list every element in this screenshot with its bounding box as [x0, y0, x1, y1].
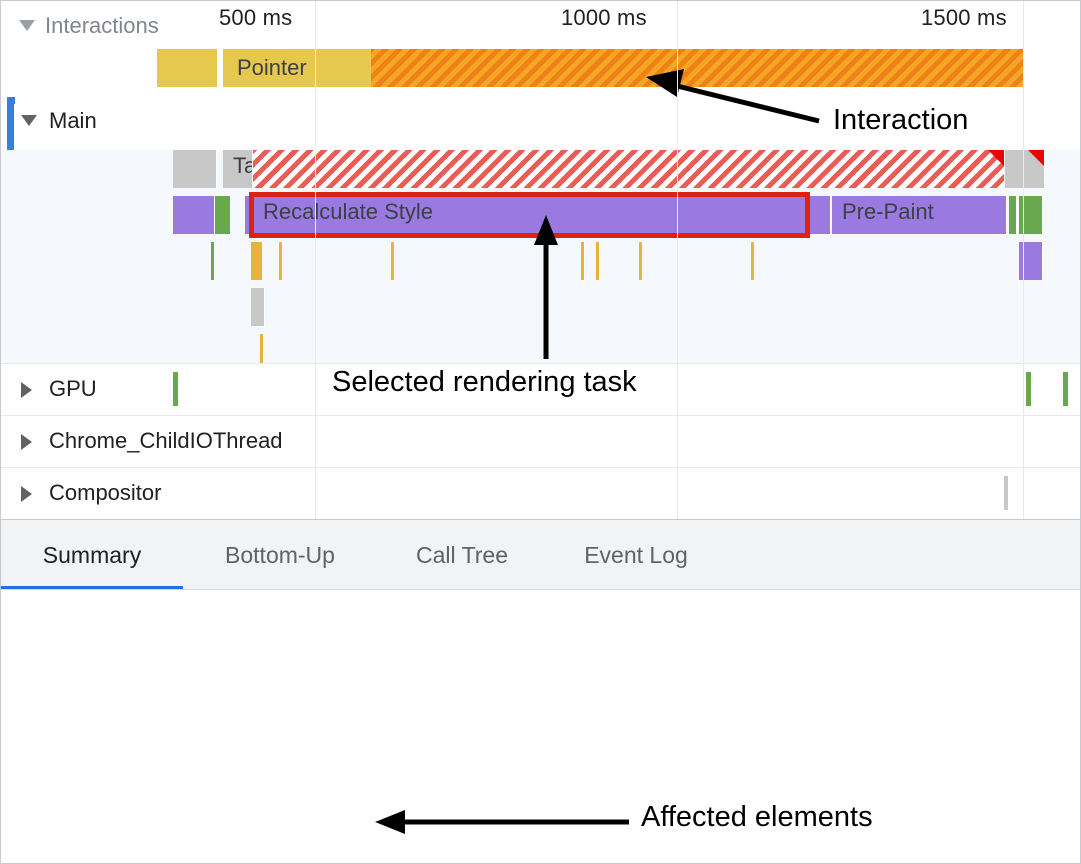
chevron-down-icon-main[interactable]: [21, 115, 37, 126]
summary-pane: Recalculate Style Total Time752.09 msSel…: [1, 589, 1080, 863]
annotation-affected-elements: Affected elements: [641, 801, 873, 833]
tab-label: Bottom-Up: [225, 541, 335, 568]
task-sub-gray[interactable]: [251, 288, 265, 326]
interaction-overrun-hatch[interactable]: [371, 49, 1023, 87]
task-block-long[interactable]: [253, 150, 1005, 188]
flame-chart[interactable]: TaskRecalculate Style Pre-Paint: [1, 150, 1080, 372]
tab-summary[interactable]: Summary: [1, 520, 183, 590]
paint-tick-f[interactable]: [751, 242, 755, 280]
track-compositor[interactable]: Compositor: [1, 467, 1080, 519]
flame-bar-label: Task: [233, 153, 252, 178]
tab-label: Call Tree: [415, 541, 509, 568]
gpu-marker-a[interactable]: [173, 372, 178, 406]
paint-tick-d[interactable]: [596, 242, 600, 280]
track-title-compositor[interactable]: Compositor: [49, 480, 162, 505]
track-title-interactions[interactable]: Interactions: [45, 13, 159, 38]
ruler-tick-label: 1000 ms: [561, 5, 647, 30]
track-title-gpu[interactable]: GPU: [49, 376, 97, 401]
pointer-interaction-bar[interactable]: Pointer: [223, 49, 371, 87]
task-block-gray-a[interactable]: [173, 150, 217, 188]
annotation-selected-task: Selected rendering task: [332, 366, 637, 398]
paint-tick-a[interactable]: [279, 242, 283, 280]
track-title-main[interactable]: Main: [49, 108, 97, 133]
track-chrome-childiothread[interactable]: Chrome_ChildIOThread: [1, 415, 1080, 467]
warning-triangle-icon: [1028, 150, 1044, 166]
tab-bottom-up[interactable]: Bottom-Up: [183, 520, 377, 590]
chevron-down-icon-interactions[interactable]: [19, 20, 35, 31]
layout-marker-thin-a[interactable]: [211, 242, 215, 280]
layout-green-a[interactable]: [215, 196, 231, 234]
ruler-tick-label: 1500 ms: [921, 5, 1007, 30]
track-gpu[interactable]: GPU: [1, 363, 1080, 415]
compositor-marker-a[interactable]: [1004, 476, 1008, 510]
task-block-gray-b[interactable]: Task: [223, 150, 253, 188]
interactions-track: 500 ms 1000 ms 1500 ms Interactions Pointe…: [1, 1, 1080, 95]
ruler-tick-label: 500 ms: [219, 5, 293, 30]
gpu-marker-b[interactable]: [1026, 372, 1031, 406]
task-block-gray-c[interactable]: [1005, 150, 1045, 188]
flame-bar-label: Recalculate Style: [263, 199, 433, 224]
ruler-gridline-2: [1023, 1, 1024, 519]
track-title-chrome-childiothread[interactable]: Chrome_ChildIOThread: [49, 428, 283, 453]
paint-tick-deep[interactable]: [260, 334, 264, 372]
paint-block-yellow[interactable]: [251, 242, 263, 280]
paint-tick-c[interactable]: [581, 242, 585, 280]
tab-event-log[interactable]: Event Log: [547, 520, 725, 590]
idle-interaction-bar[interactable]: [157, 49, 217, 87]
ruler-gridline-1: [677, 1, 678, 519]
chevron-right-icon-chrome-childiothread[interactable]: [21, 434, 32, 450]
flame-bar-label: Pre-Paint: [842, 199, 934, 224]
layout-green-b[interactable]: [1009, 196, 1017, 234]
pre-paint-block[interactable]: Pre-Paint: [832, 196, 1007, 234]
recalc-style-small-c[interactable]: [807, 196, 831, 234]
tab-label: Event Log: [584, 541, 688, 568]
recalc-style-small-a[interactable]: [173, 196, 215, 234]
paint-tick-b[interactable]: [391, 242, 395, 280]
interaction-bar-label: Pointer: [237, 55, 307, 80]
tab-label: Summary: [42, 541, 142, 568]
annotation-interaction: Interaction: [833, 104, 969, 136]
gpu-marker-c[interactable]: [1063, 372, 1068, 406]
warning-triangle-icon: [988, 150, 1004, 166]
ruler-gridline-0: [315, 1, 316, 519]
tab-call-tree[interactable]: Call Tree: [377, 520, 547, 590]
paint-tick-e[interactable]: [639, 242, 643, 280]
chevron-right-icon-compositor[interactable]: [21, 486, 32, 502]
details-tab-bar: Summary Bottom-Up Call Tree Event Log: [1, 519, 1080, 590]
chevron-right-icon-gpu[interactable]: [21, 382, 32, 398]
recalculate-style-selected[interactable]: Recalculate Style: [253, 196, 806, 234]
time-ruler: 500 ms 1000 ms 1500 ms: [1, 1, 1080, 41]
